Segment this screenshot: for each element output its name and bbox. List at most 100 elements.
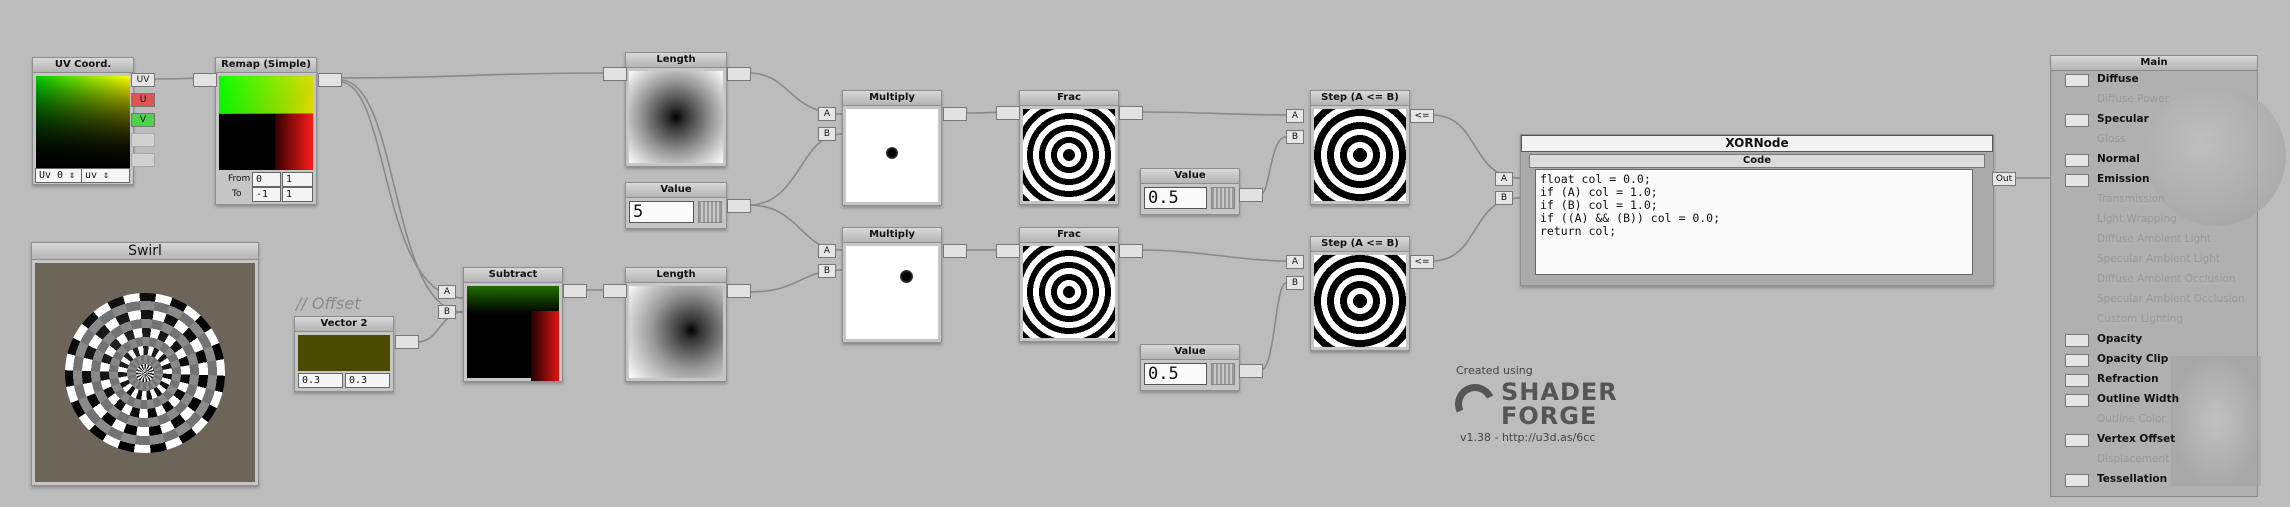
subtract-port-a[interactable]: A [438,285,456,299]
swirl-preview-node[interactable]: Swirl [31,242,259,486]
main-input-row[interactable]: Vertex Offset [2051,432,2257,450]
xor-out-port[interactable]: Out [1992,172,2016,186]
value-top-out-port[interactable] [1239,188,1263,202]
main-input-row[interactable]: Diffuse Ambient Occlusion [2051,272,2257,290]
main-input-slot[interactable] [2065,474,2089,487]
frac-top-out-port[interactable] [1119,106,1143,120]
vector2-y-input[interactable]: 0.3 [345,373,390,388]
to-max-input[interactable]: 1 [282,187,313,202]
main-input-row[interactable]: Custom Lighting [2051,312,2257,330]
frac-node-top[interactable]: Frac [1019,90,1119,205]
multiply-bottom-port-b[interactable]: B [818,264,836,278]
value-node-bottom[interactable]: Value 0.5 [1140,344,1240,391]
length-bottom-out-port[interactable] [727,284,751,298]
main-input-slot[interactable] [2065,434,2089,447]
uv-mode-select[interactable]: uv ⇕ [81,168,130,183]
value-bottom-out-port[interactable] [1239,364,1263,378]
vector2-node[interactable]: Vector 2 0.3 0.3 [294,316,394,392]
vector2-out-port[interactable] [395,335,419,349]
step-top-port-b[interactable]: B [1286,130,1304,144]
main-input-row[interactable]: Specular Ambient Light [2051,252,2257,270]
step-node-bottom[interactable]: Step (A <= B) [1310,236,1410,351]
step-top-out-port[interactable]: <= [1410,109,1434,123]
v-out-port[interactable]: V [131,113,155,127]
subtract-port-b[interactable]: B [438,305,456,319]
main-input-row[interactable]: Transmission [2051,192,2257,210]
main-input-row[interactable]: Opacity Clip [2051,352,2257,370]
main-input-slot[interactable] [2065,354,2089,367]
xor-node[interactable]: XORNode Code float col = 0.0; if (A) col… [1520,134,1994,286]
frac-top-in-port[interactable] [996,106,1020,120]
multiply-top-port-a[interactable]: A [818,107,836,121]
from-min-input[interactable]: 0 [252,172,281,187]
main-input-row[interactable]: Gloss [2051,132,2257,150]
value-drag-handle[interactable] [1211,187,1235,209]
length-node-top[interactable]: Length [625,52,727,167]
length-bottom-in-port[interactable] [603,284,627,298]
length-node-bottom[interactable]: Length [625,267,727,382]
value-input[interactable]: 5 [629,201,694,223]
subtract-out-port[interactable] [563,284,587,298]
frac-bottom-in-port[interactable] [996,244,1020,258]
main-input-row[interactable]: Outline Width [2051,392,2257,410]
subtract-node[interactable]: Subtract [463,267,563,382]
main-input-row[interactable]: Light Wrapping [2051,212,2257,230]
main-input-row[interactable]: Diffuse Power [2051,92,2257,110]
value-node-top[interactable]: Value 0.5 [1140,168,1240,215]
main-input-slot[interactable] [2065,334,2089,347]
frac-node-bottom[interactable]: Frac [1019,227,1119,342]
remap-node[interactable]: Remap (Simple) From 0 1 To -1 1 [215,57,317,205]
main-input-row[interactable]: Diffuse [2051,72,2257,90]
main-input-row[interactable]: Specular Ambient Occlusion [2051,292,2257,310]
length-top-in-port[interactable] [603,67,627,81]
from-max-input[interactable]: 1 [282,172,313,187]
main-input-row[interactable]: Normal [2051,152,2257,170]
main-input-row[interactable]: Outline Color [2051,412,2257,430]
main-input-row[interactable]: Diffuse Ambient Light [2051,232,2257,250]
xor-port-a[interactable]: A [1495,172,1513,186]
value-node-5[interactable]: Value 5 [625,182,727,229]
remap-in-port[interactable] [193,73,217,87]
u-out-port[interactable]: U [131,93,155,107]
main-input-row[interactable]: Refraction [2051,372,2257,390]
vector2-x-input[interactable]: 0.3 [298,373,343,388]
main-input-slot[interactable] [2065,114,2089,127]
main-input-slot[interactable] [2065,174,2089,187]
main-input-slot[interactable] [2065,74,2089,87]
main-input-row[interactable]: Specular [2051,112,2257,130]
uv-out-port[interactable]: UV [131,73,155,87]
uv-channel-select[interactable]: Uv 0 ⇕ [35,168,82,183]
multiply-top-port-b[interactable]: B [818,127,836,141]
to-min-input[interactable]: -1 [252,187,281,202]
value-drag-handle[interactable] [1211,363,1235,385]
uv-coord-node[interactable]: UV Coord. Uv 0 ⇕ uv ⇕ [32,57,134,185]
multiply-node-bottom[interactable]: Multiply [842,227,942,343]
main-input-slot[interactable] [2065,394,2089,407]
step-top-port-a[interactable]: A [1286,109,1304,123]
remap-out-port[interactable] [318,73,342,87]
value5-out-port[interactable] [727,199,751,213]
value-drag-handle[interactable] [698,201,722,223]
multiply-bottom-out-port[interactable] [943,244,967,258]
multiply-bottom-port-a[interactable]: A [818,244,836,258]
value-input[interactable]: 0.5 [1144,187,1207,209]
value-input[interactable]: 0.5 [1144,363,1207,385]
length-top-out-port[interactable] [727,67,751,81]
main-input-slot[interactable] [2065,154,2089,167]
main-input-row[interactable]: Emission [2051,172,2257,190]
main-input-row[interactable]: Opacity [2051,332,2257,350]
step-bottom-out-port[interactable]: <= [1410,255,1434,269]
empty-out-port[interactable] [131,153,155,167]
main-input-row[interactable]: Displacement [2051,452,2257,470]
step-bottom-port-a[interactable]: A [1286,255,1304,269]
multiply-node-top[interactable]: Multiply [842,90,942,206]
code-editor[interactable]: float col = 0.0; if (A) col = 1.0; if (B… [1535,169,1973,275]
step-bottom-port-b[interactable]: B [1286,276,1304,290]
main-input-slot[interactable] [2065,374,2089,387]
step-node-top[interactable]: Step (A <= B) [1310,90,1410,205]
main-input-row[interactable]: Tessellation [2051,472,2257,490]
empty-out-port[interactable] [131,133,155,147]
xor-port-b[interactable]: B [1495,191,1513,205]
multiply-top-out-port[interactable] [943,107,967,121]
